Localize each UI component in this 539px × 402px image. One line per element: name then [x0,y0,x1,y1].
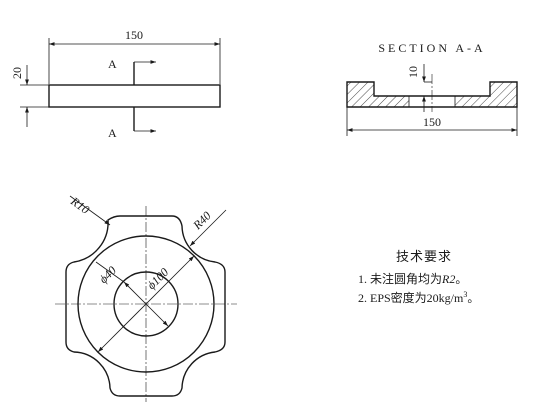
height-dimension-label: 20 [10,67,24,79]
section-title: SECTION A-A [378,41,485,55]
inner-diameter-label: ϕ40 [96,263,119,286]
note-1-text: 未注圆角均为 [370,272,443,286]
depth-dimension-label: 10 [406,66,420,78]
note-1-number: 1. [358,272,367,286]
section-width-dimension-label: 150 [423,115,441,129]
note-item-1: 1. 未注圆角均为R2。 [358,271,479,287]
outer-profile [65,215,226,397]
note-2-superscript: 3 [463,290,468,299]
technical-requirements: 技术要求 1. 未注圆角均为R2。 2. EPS密度为20kg/m3。 [358,246,479,306]
section-hatch-right [455,82,517,107]
phi40-leader [95,261,125,283]
r40-leader [189,209,227,247]
note-2-text: EPS密度为20kg/m [370,291,464,305]
front-view: 150 20 A A [10,28,221,140]
note-1-suffix: 。 [455,272,468,286]
section-view: SECTION A-A 10 150 [346,41,518,136]
phi40-dimension-line [123,281,169,327]
top-view: ϕ40 ϕ100 R10 R40 [55,194,237,402]
width-dimension-label: 150 [125,28,143,42]
note-2-number: 2. [358,291,367,305]
outer-diameter-label: ϕ100 [144,265,171,292]
notes-title: 技术要求 [396,249,453,264]
section-mark-top: A [108,57,117,71]
note-1-radius: R2 [442,272,456,286]
scallop-radius-label: R40 [190,209,214,233]
section-hatch-left [347,82,409,107]
note-2-suffix: 。 [467,291,480,305]
section-mark-bottom: A [108,126,117,140]
front-view-body [48,84,221,108]
note-item-2: 2. EPS密度为20kg/m3。 [358,287,479,306]
r10-leader [69,195,111,226]
section-outline [346,81,518,108]
